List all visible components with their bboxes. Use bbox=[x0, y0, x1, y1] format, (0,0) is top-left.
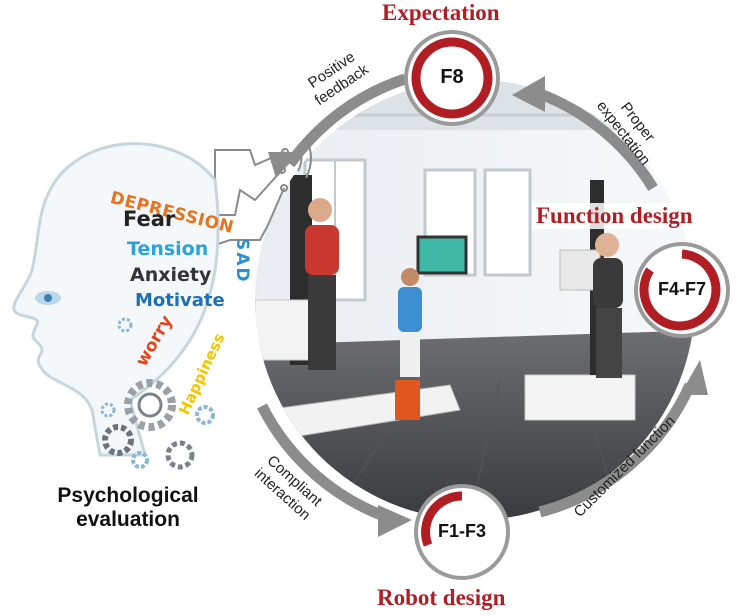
arrowhead-bottom bbox=[378, 505, 412, 537]
code-f4-f7: F4-F7 bbox=[657, 279, 706, 299]
arrow-heads bbox=[268, 76, 708, 537]
arrow-customized-function bbox=[538, 382, 696, 518]
arrowhead-top bbox=[512, 76, 545, 112]
word-sad: SAD bbox=[232, 238, 252, 284]
title-robot-design: Robot design bbox=[377, 585, 506, 610]
title-expectation: Expectation bbox=[382, 0, 500, 25]
badge-f8 bbox=[404, 30, 500, 126]
code-f8: F8 bbox=[440, 66, 464, 88]
word-fear: Fear bbox=[123, 207, 176, 231]
word-motivate: Motivate bbox=[135, 290, 225, 311]
arrow-proper-expectation bbox=[533, 86, 658, 191]
arrowhead-left bbox=[268, 152, 300, 178]
arrow-compliant-interaction bbox=[257, 403, 397, 526]
title-function-design: Function design bbox=[532, 203, 697, 229]
word-tension: Tension bbox=[127, 238, 209, 260]
word-anxiety: Anxiety bbox=[130, 264, 212, 286]
psych-label-line2: evaluation bbox=[76, 508, 180, 532]
arrowhead-right bbox=[680, 360, 708, 395]
code-f1-f3: F1-F3 bbox=[437, 521, 486, 541]
psych-label: Psychological evaluation bbox=[48, 484, 208, 532]
psych-label-line1: Psychological bbox=[57, 484, 199, 507]
badge-f1-f3 bbox=[414, 484, 510, 580]
gear-icons bbox=[100, 317, 215, 470]
badge-f4-f7 bbox=[634, 242, 730, 338]
cycle-arrows bbox=[257, 73, 696, 526]
